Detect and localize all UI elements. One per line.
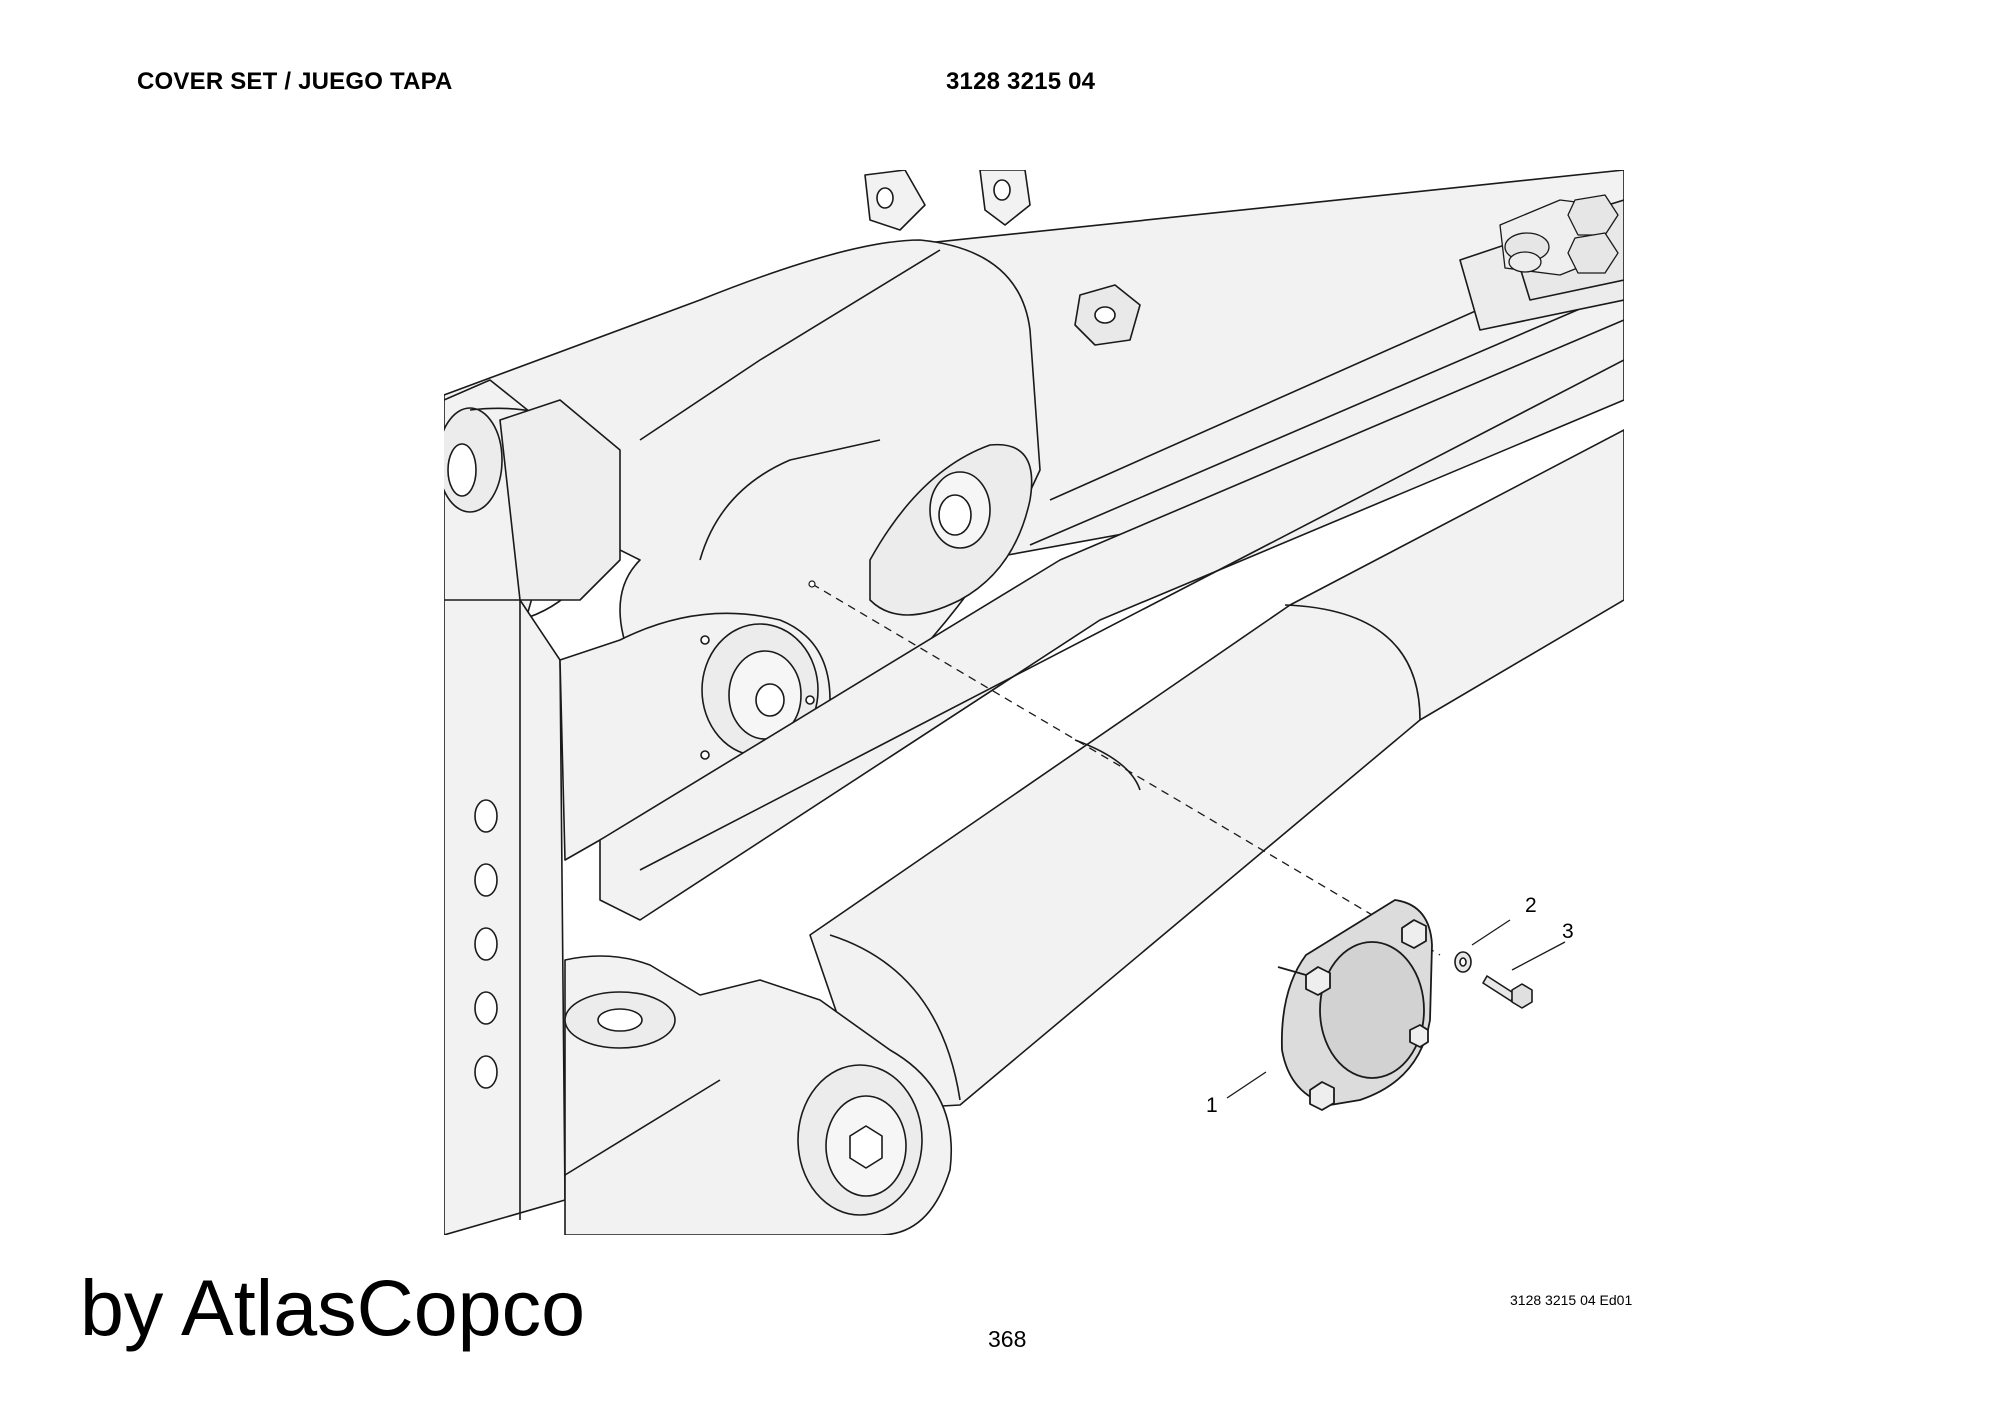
hose-connectors xyxy=(1499,194,1619,276)
edition-code: 3128 3215 04 Ed01 xyxy=(1510,1292,1633,1308)
pivot-boss xyxy=(559,612,831,861)
middle-boom-tube xyxy=(599,319,1624,921)
callout-3: 3 xyxy=(1562,920,1574,943)
exploded-view-illustration: 1 2 3 xyxy=(444,170,1624,1235)
left-bracket xyxy=(444,379,621,661)
bolt-item-3 xyxy=(1482,975,1533,1009)
brand-logo-text: by AtlasCopco xyxy=(80,1263,586,1352)
page-number: 368 xyxy=(988,1326,1027,1352)
callout-2: 2 xyxy=(1525,894,1537,917)
part-number: 3128 3215 04 xyxy=(946,68,1096,95)
washer-item-2 xyxy=(1454,951,1472,973)
page-title: COVER SET / JUEGO TAPA xyxy=(137,68,453,95)
callout-1: 1 xyxy=(1206,1094,1218,1117)
assembly-guide-line xyxy=(811,583,1441,956)
side-plate xyxy=(444,599,566,1235)
lifting-lugs xyxy=(864,170,1141,346)
rod-end-clevis xyxy=(564,955,952,1235)
leader-lines xyxy=(1226,919,1566,1099)
cover-plate-item-1 xyxy=(1277,899,1433,1111)
